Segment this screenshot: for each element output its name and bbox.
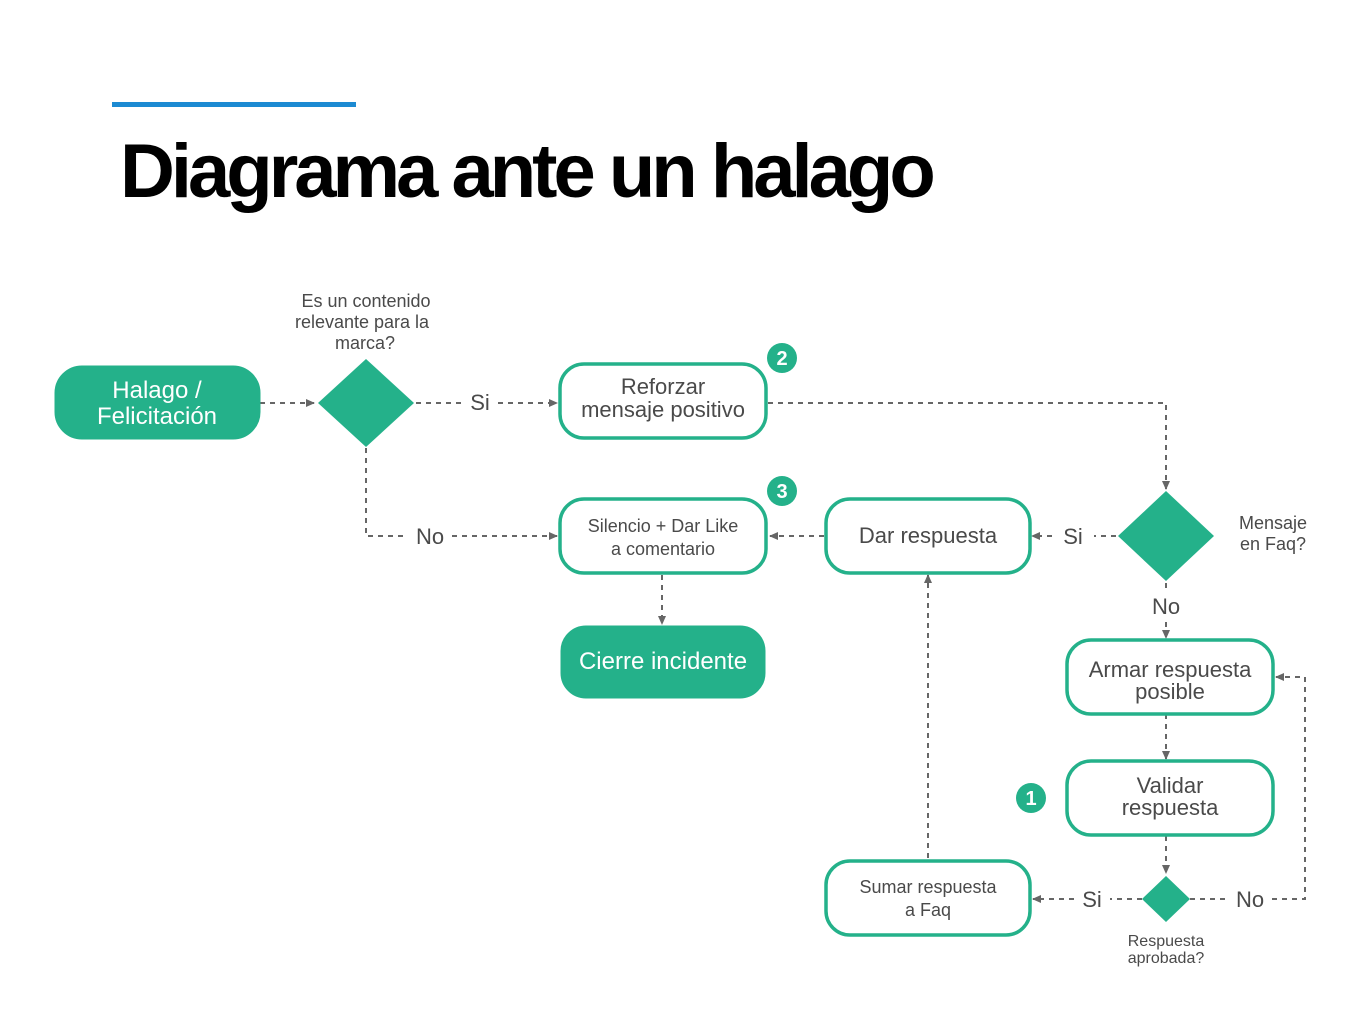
node-sumar-respuesta: Sumar respuesta a Faq bbox=[824, 859, 1032, 937]
decision-faq: Mensaje en Faq? bbox=[1118, 491, 1307, 581]
decision-aprobada-q1: Respuesta bbox=[1128, 933, 1205, 950]
node-validar-respuesta-box bbox=[1065, 759, 1275, 837]
decision-relevante-q1: Es un contenido bbox=[301, 291, 430, 311]
edge-aprobada-no-b bbox=[1272, 673, 1306, 900]
edges bbox=[260, 399, 1306, 903]
node-cierre-box bbox=[560, 625, 766, 699]
label-faq-si: Si bbox=[1063, 524, 1083, 549]
node-validar-respuesta: Validar respuesta 1 bbox=[1016, 759, 1275, 837]
edge-relevante-no-a bbox=[365, 448, 408, 537]
label-faq-no: No bbox=[1152, 594, 1180, 619]
node-reforzar-line1: Reforzar bbox=[621, 374, 705, 399]
decision-faq-diamond bbox=[1118, 491, 1214, 581]
decision-faq-q1: Mensaje bbox=[1239, 513, 1307, 533]
decision-aprobada: Respuesta aprobada? bbox=[1128, 876, 1205, 967]
node-cierre-label: Cierre incidente bbox=[579, 648, 747, 675]
decision-relevante-diamond bbox=[318, 359, 414, 447]
node-reforzar-box bbox=[558, 362, 768, 440]
decision-aprobada-diamond bbox=[1142, 876, 1190, 922]
page-title: Diagrama ante un halago bbox=[120, 129, 936, 214]
node-halago-line1: Halago / bbox=[112, 377, 202, 404]
node-reforzar-line2: mensaje positivo bbox=[581, 397, 745, 422]
title-accent-line bbox=[112, 102, 356, 107]
node-halago-box bbox=[54, 365, 261, 440]
node-dar-respuesta: Dar respuesta bbox=[824, 497, 1032, 575]
badge-2-icon bbox=[767, 343, 797, 373]
badge-1-number: 1 bbox=[1025, 788, 1036, 810]
edge-reforzar-to-faq bbox=[768, 402, 1170, 490]
badge-3-number: 3 bbox=[776, 481, 787, 503]
badge-2-number: 2 bbox=[776, 348, 787, 370]
node-validar-respuesta-line1: Validar bbox=[1137, 773, 1204, 798]
label-aprobada-si: Si bbox=[1082, 887, 1102, 912]
label-relevante-si: Si bbox=[470, 390, 490, 415]
decision-aprobada-q2: aprobada? bbox=[1128, 950, 1205, 967]
node-silencio: Silencio + Dar Like a comentario 3 bbox=[558, 476, 797, 575]
decision-relevante-q3: marca? bbox=[335, 333, 395, 353]
node-cierre: Cierre incidente bbox=[560, 625, 766, 699]
node-dar-respuesta-box bbox=[824, 497, 1032, 575]
label-aprobada-no: No bbox=[1236, 887, 1264, 912]
decision-relevante-q2: relevante para la bbox=[295, 312, 430, 332]
label-relevante-no: No bbox=[416, 524, 444, 549]
badge-1-icon bbox=[1016, 783, 1046, 813]
node-armar-respuesta-line2: posible bbox=[1135, 679, 1205, 704]
node-silencio-line1: Silencio + Dar Like bbox=[588, 516, 739, 536]
decision-relevante: Es un contenido relevante para la marca? bbox=[295, 291, 431, 447]
node-halago: Halago / Felicitación bbox=[54, 365, 261, 440]
node-armar-respuesta-box bbox=[1065, 638, 1275, 716]
node-halago-line2: Felicitación bbox=[97, 403, 217, 430]
node-dar-respuesta-label: Dar respuesta bbox=[859, 523, 998, 548]
node-sumar-respuesta-box bbox=[824, 859, 1032, 937]
node-armar-respuesta-line1: Armar respuesta bbox=[1089, 657, 1252, 682]
badge-3-icon bbox=[767, 476, 797, 506]
node-sumar-respuesta-line2: a Faq bbox=[905, 900, 951, 920]
node-armar-respuesta: Armar respuesta posible bbox=[1065, 638, 1275, 716]
decision-faq-q2: en Faq? bbox=[1240, 534, 1306, 554]
node-reforzar: Reforzar mensaje positivo 2 bbox=[558, 343, 797, 440]
node-validar-respuesta-line2: respuesta bbox=[1122, 795, 1219, 820]
node-sumar-respuesta-line1: Sumar respuesta bbox=[859, 877, 997, 897]
node-silencio-line2: a comentario bbox=[611, 539, 715, 559]
node-silencio-box bbox=[558, 497, 768, 575]
